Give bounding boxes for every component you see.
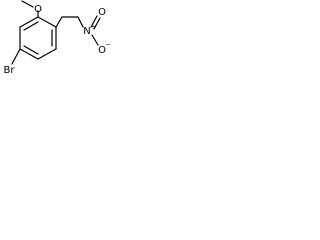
molecule-structure: O Br N + O O − xyxy=(4,0,111,76)
bond-nitrogen-to-oxygen-top-2 xyxy=(93,17,101,30)
bond-ring-to-bromine xyxy=(11,48,21,65)
methoxy-oxygen-label: O xyxy=(34,4,42,15)
nitro-oxygen-bottom-charge: − xyxy=(105,42,110,49)
bromo-group: Br xyxy=(4,48,21,76)
bond-nitrogen-to-oxygen-top-1 xyxy=(90,15,98,28)
nitrogen-charge: + xyxy=(90,24,95,31)
bond-nitrogen-to-oxygen-bottom xyxy=(91,34,99,46)
ring-double-bond-3 xyxy=(23,45,39,55)
ring-bond-4 xyxy=(37,48,57,60)
ring-bond-5 xyxy=(19,48,39,60)
ring-double-bond-1 xyxy=(23,21,39,31)
nitro-oxygen-top-label: O xyxy=(98,7,106,18)
bromine-label: Br xyxy=(4,65,16,76)
nitroethyl-chain: N + O O − xyxy=(55,7,111,56)
ring-bond-1 xyxy=(19,16,39,28)
bond-methoxy-oxygen-to-methyl xyxy=(21,0,34,8)
nitrogen-label: N xyxy=(83,26,90,37)
benzene-ring xyxy=(19,16,57,60)
bond-ring-to-ch2 xyxy=(55,16,63,28)
bond-ch2-to-nitrogen xyxy=(77,16,84,28)
methoxy-group: O xyxy=(21,0,42,18)
ring-bond-2 xyxy=(37,16,57,28)
nitro-oxygen-bottom-label: O xyxy=(98,45,106,56)
